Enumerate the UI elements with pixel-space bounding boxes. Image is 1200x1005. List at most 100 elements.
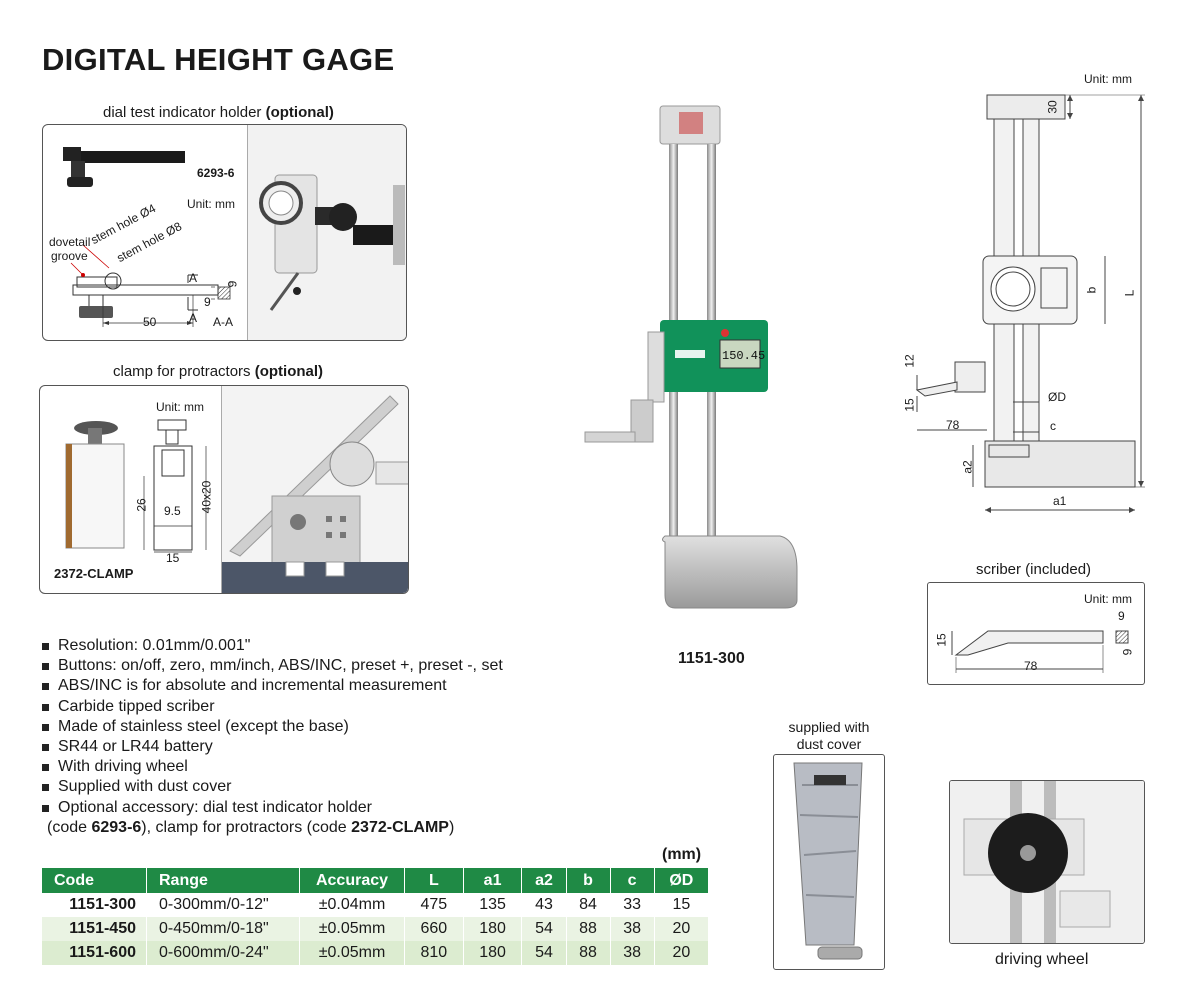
driving-wheel-image [950,781,1144,943]
cell-a2: 54 [521,917,567,941]
driving-wheel-caption: driving wheel [995,951,1089,968]
col-header: ØD [654,868,710,893]
section-mark-a-top: A [189,271,198,285]
feature-list: Resolution: 0.01mm/0.001" Buttons: on/of… [40,636,503,838]
scriber-panel: Unit: mm 15 78 9 9 [927,582,1145,685]
height-gage-photo: 150.45 [584,105,798,609]
feature-item: Optional accessory: dial test indicator … [40,798,503,818]
dust-cover-caption: supplied with dust cover [788,719,870,752]
feature-item: Supplied with dust cover [40,777,503,797]
feature-item: Resolution: 0.01mm/0.001" [40,636,503,656]
cell-c: 38 [610,917,655,941]
scriber-drawing [951,630,1129,673]
feature-item: With driving wheel [40,757,503,777]
col-header: L [404,868,464,893]
clamp-dim-26: 26 [134,498,149,512]
cell-accuracy: ±0.05mm [299,941,405,965]
spec-table: Code Range Accuracy L a1 a2 b c ØD 1151-… [42,868,710,965]
cell-a2: 54 [521,941,567,965]
dimension-drawing [915,94,1145,513]
scriber-caption: scriber (included) [976,561,1092,578]
scriber-dim-78: 78 [1024,659,1038,673]
col-header: b [566,868,611,893]
clamp-unit: Unit: mm [156,400,204,414]
cell-a1: 180 [463,941,523,965]
scriber-dim-9-top: 9 [1118,609,1125,623]
clamp-caption: clamp for protractors (optional) [113,363,324,380]
dust-cover-photo [773,754,885,970]
cell-OD: 20 [654,917,710,941]
scriber-dim-9-side: 9 [1120,648,1135,656]
feature-item: Made of stainless steel (except the base… [40,717,503,737]
clamp-dim-40x20: 40x20 [199,480,214,514]
table-header-row: Code Range Accuracy L a1 a2 b c ØD [42,868,710,893]
dim-a1: a1 [1053,494,1067,508]
driving-wheel-photo [949,780,1145,944]
page-title: DIGITAL HEIGHT GAGE [42,42,395,77]
dim-15: 15 [902,398,917,412]
cell-L: 660 [404,917,464,941]
col-header: a1 [463,868,523,893]
feature-continuation: (code 6293-6), clamp for protractors (co… [47,818,455,836]
col-header: c [610,868,655,893]
table-row: 1151-300 0-300mm/0-12" ±0.04mm 475 135 4… [42,893,710,917]
cell-b: 88 [566,917,611,941]
dim-b: b [1084,286,1099,294]
col-header: Range [146,868,300,893]
cell-a1: 180 [463,917,523,941]
feature-item: ABS/INC is for absolute and incremental … [40,676,503,696]
dim-9-height: 9 [204,295,211,309]
cell-c: 38 [610,941,655,965]
dim-9-width: 9 [225,280,240,288]
cell-a2: 43 [521,893,567,917]
col-header: Accuracy [299,868,405,893]
dial-holder-caption: dial test indicator holder (optional) [103,104,334,121]
dial-holder-panel: 6293-6 Unit: mm dovetail groove stem hol… [42,124,407,341]
cell-range: 0-450mm/0-18" [146,917,300,941]
cell-code: 1151-450 [42,917,147,941]
cell-OD: 15 [654,893,710,917]
table-unit: (mm) [662,846,702,863]
feature-item: Carbide tipped scriber [40,697,503,717]
cell-range: 0-300mm/0-12" [146,893,300,917]
cell-L: 475 [404,893,464,917]
dim-L: L [1122,289,1137,297]
dim-30: 30 [1045,100,1060,114]
table-row: 1151-600 0-600mm/0-24" ±0.05mm 810 180 5… [42,941,710,965]
section-label: A-A [213,315,234,329]
section-mark-a-bottom: A [189,311,198,325]
cell-a1: 135 [463,893,523,917]
feature-items: Resolution: 0.01mm/0.001" Buttons: on/of… [40,636,503,818]
clamp-drawing [65,386,408,593]
scriber-unit: Unit: mm [1084,592,1132,606]
cell-range: 0-600mm/0-24" [146,941,300,965]
feature-item: SR44 or LR44 battery [40,737,503,757]
lcd-display-value: 150.45 [722,349,765,363]
cell-b: 84 [566,893,611,917]
clamp-code: 2372-CLAMP [54,566,134,581]
main-product-code: 1151-300 [678,650,745,667]
dial-holder-code: 6293-6 [197,166,235,180]
dial-holder-drawing [63,125,406,340]
dim-a2: a2 [960,460,975,474]
feature-item: Buttons: on/off, zero, mm/inch, ABS/INC,… [40,656,503,676]
dim-50: 50 [143,315,157,329]
scriber-dim-15: 15 [934,633,949,647]
dust-cover-image [793,762,863,960]
table-row: 1151-450 0-450mm/0-18" ±0.05mm 660 180 5… [42,917,710,941]
cell-c: 33 [610,893,655,917]
clamp-dim-15: 15 [166,551,180,565]
cell-L: 810 [404,941,464,965]
dial-holder-unit: Unit: mm [187,197,235,211]
cell-code: 1151-600 [42,941,147,965]
dim-c: c [1050,419,1056,433]
dim-12: 12 [902,354,917,368]
col-header: a2 [521,868,567,893]
clamp-panel: Unit: mm 26 9.5 15 40x20 2372-CLAMP [39,385,409,594]
clamp-dim-9-5: 9.5 [164,504,181,518]
label-dovetail: dovetail [49,235,91,249]
cell-b: 88 [566,941,611,965]
cell-accuracy: ±0.05mm [299,917,405,941]
cell-OD: 20 [654,941,710,965]
drawing-unit: Unit: mm [1084,72,1132,86]
